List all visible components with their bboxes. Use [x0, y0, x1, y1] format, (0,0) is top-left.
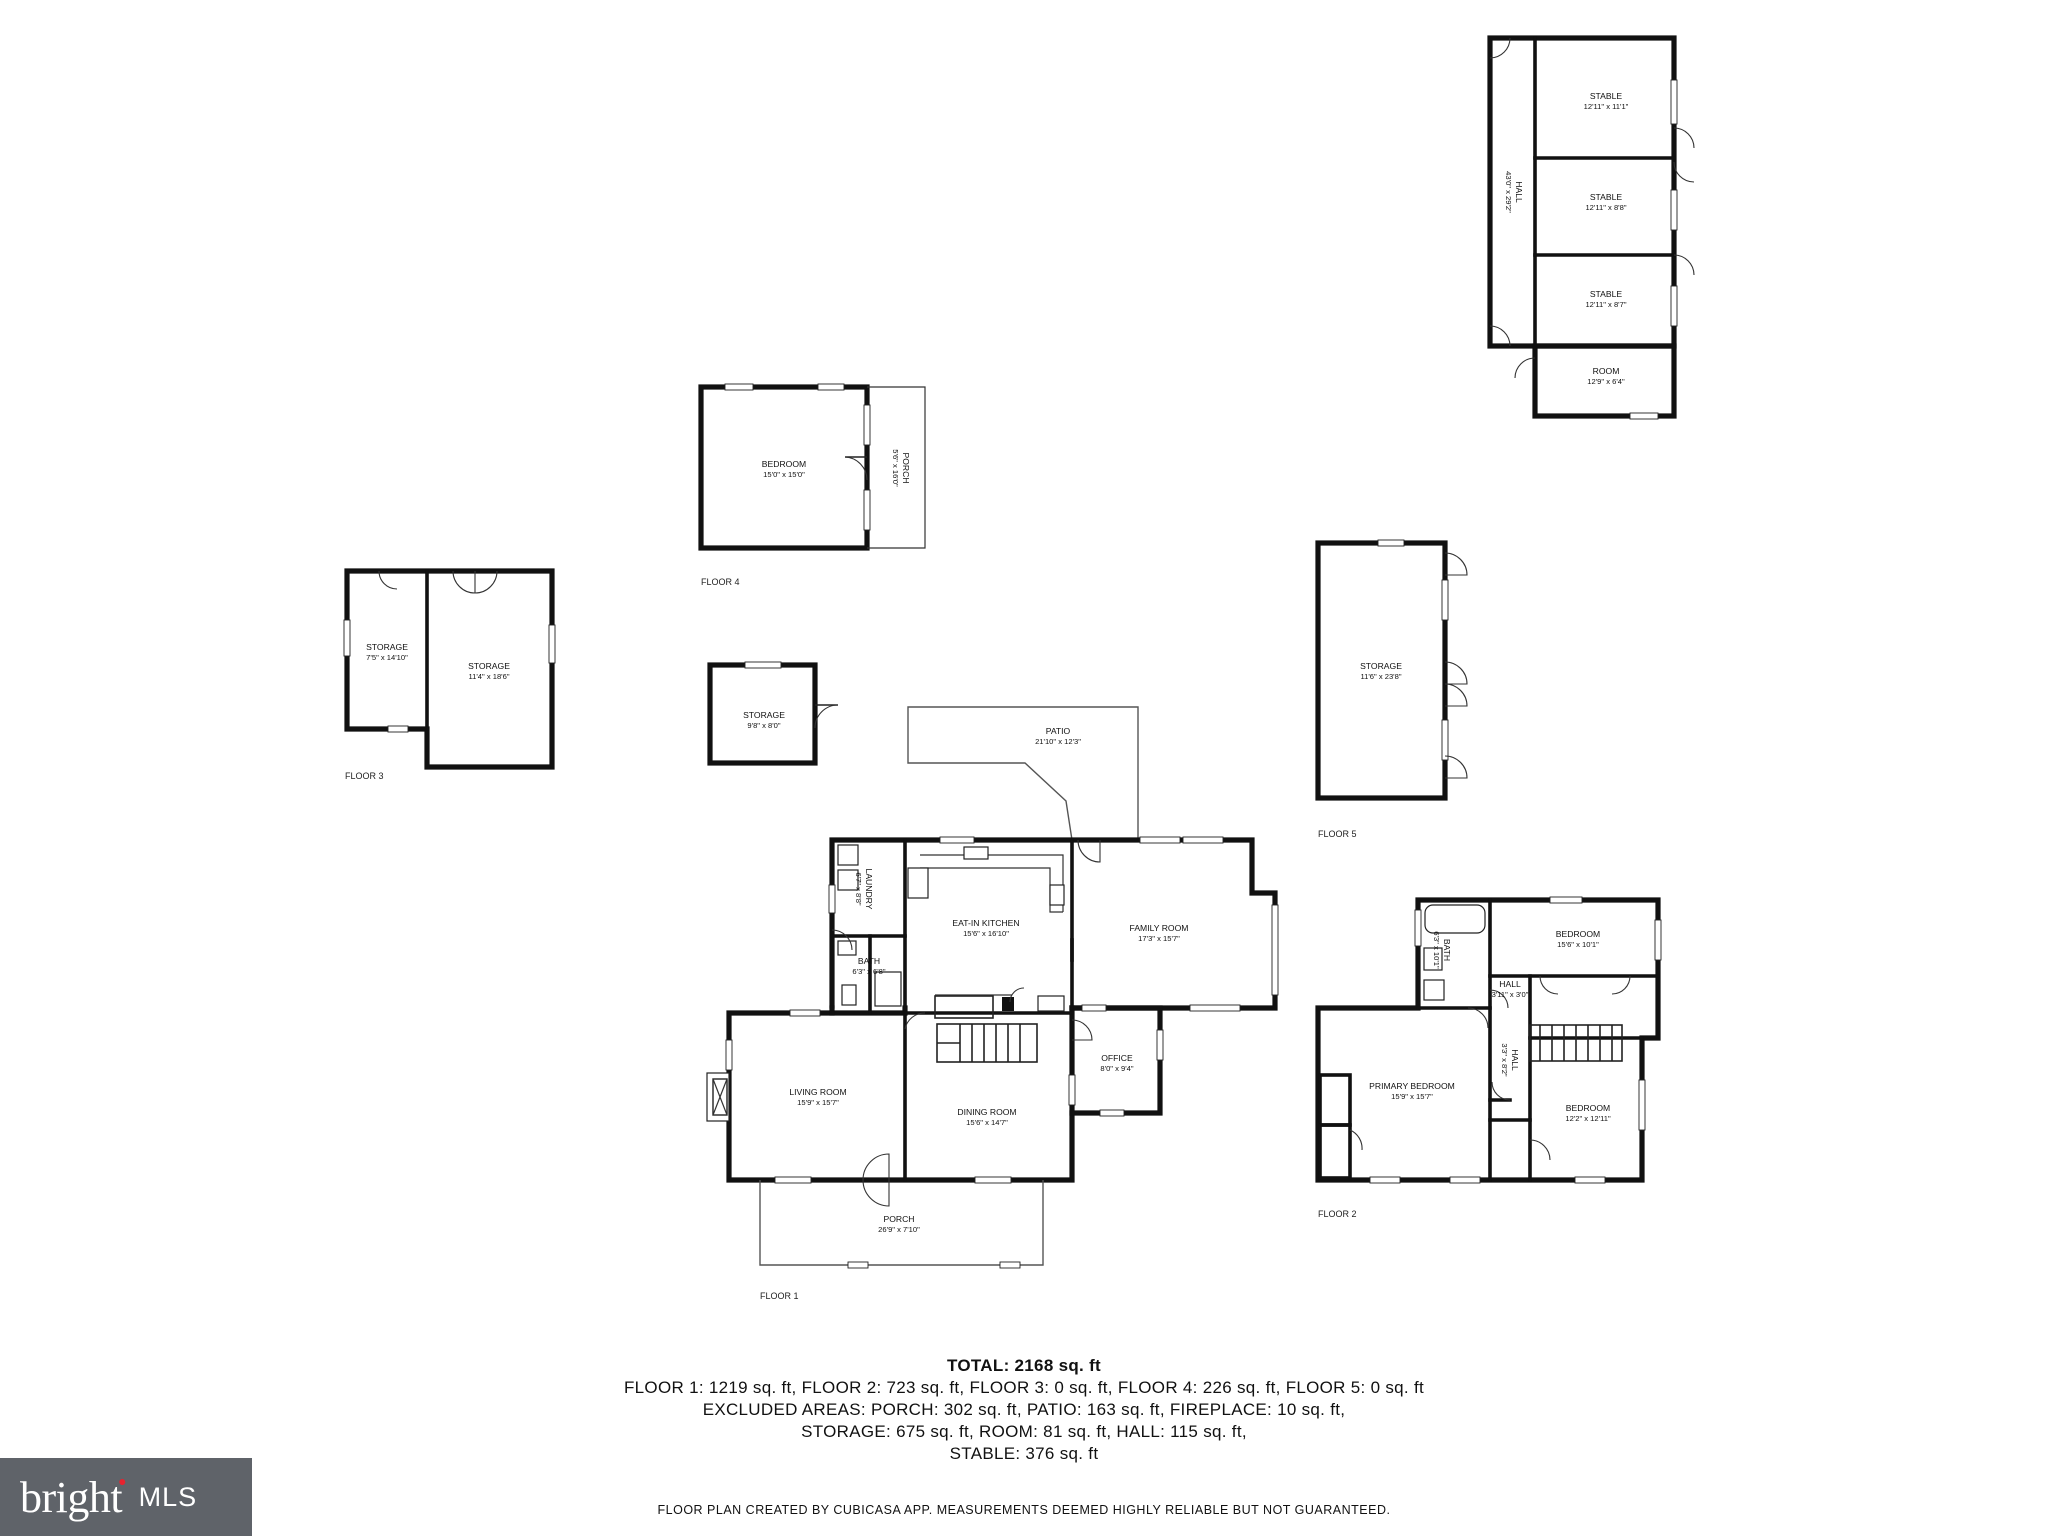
- room-label-f2-bedroom-a: BEDROOM: [1556, 929, 1600, 939]
- room-dim-hall-a: 3'11" x 3'0": [1492, 990, 1529, 999]
- room-label-bath-2: BATH: [1442, 939, 1452, 961]
- room-dim-office: 8'0" x 9'4": [1100, 1064, 1134, 1073]
- total-area: TOTAL: 2168 sq. ft: [946, 1356, 1102, 1375]
- floor-4-plan: BEDROOM 15'0" x 15'0" PORCH 5'6" x 16'0"…: [698, 383, 926, 587]
- room-label-stable-1: STABLE: [1590, 91, 1623, 101]
- floor-5-plan: STORAGE 11'6" x 23'8" FLOOR 5: [1315, 539, 1468, 839]
- room-label-stable-2: STABLE: [1590, 192, 1623, 202]
- room-label-f2-bedroom-b: BEDROOM: [1566, 1103, 1610, 1113]
- room-label-office: OFFICE: [1101, 1053, 1133, 1063]
- floor-label-3: FLOOR 3: [345, 771, 384, 781]
- floor-label-5: FLOOR 5: [1318, 829, 1357, 839]
- room-dim-stable-3: 12'11" x 8'7": [1585, 300, 1626, 309]
- brand-suffix: MLS: [138, 1481, 198, 1512]
- room-dim-laundry: 6'7" x 8'8": [854, 872, 863, 906]
- room-dim-dining: 15'6" x 14'7": [966, 1118, 1008, 1127]
- room-dim-f4-porch: 5'6" x 16'0": [891, 449, 900, 487]
- room-label-porch-1: PORCH: [883, 1214, 914, 1224]
- room-dim-stable-2: 12'11" x 8'8": [1585, 203, 1626, 212]
- area-summary: TOTAL: 2168 sq. ft FLOOR 1: 1219 sq. ft,…: [0, 1354, 2048, 1465]
- brand-dot-icon: ●: [118, 1473, 127, 1489]
- room-dim-barn-room: 12'9" x 6'4": [1587, 377, 1625, 386]
- room-dim-family: 17'3" x 15'7": [1138, 934, 1180, 943]
- room-label-f4-porch: PORCH: [901, 452, 911, 483]
- room-label-barn-room: ROOM: [1593, 366, 1620, 376]
- room-dim-shed-storage: 9'8" x 8'0": [747, 721, 781, 730]
- room-label-patio: PATIO: [1046, 726, 1071, 736]
- room-label-shed-storage: STORAGE: [743, 710, 785, 720]
- room-label-bath-1: BATH: [858, 956, 880, 966]
- disclaimer-text: FLOOR PLAN CREATED BY CUBICASA APP. MEAS…: [657, 1503, 1391, 1517]
- room-dim-primary: 15'9" x 15'7": [1391, 1092, 1433, 1101]
- excluded-areas-line-1: EXCLUDED AREAS: PORCH: 302 sq. ft, PATIO…: [702, 1400, 1346, 1419]
- room-dim-barn-hall: 43'0" x 29'2": [1504, 171, 1513, 213]
- room-label-laundry: LAUNDRY: [864, 869, 874, 910]
- floor-label-1: FLOOR 1: [760, 1291, 799, 1301]
- room-dim-f4-bedroom: 15'0" x 15'0": [763, 470, 805, 479]
- room-label-dining: DINING ROOM: [957, 1107, 1016, 1117]
- room-label-f5-storage: STORAGE: [1360, 661, 1402, 671]
- room-label-barn-hall: HALL: [1514, 181, 1524, 203]
- room-label-family: FAMILY ROOM: [1130, 923, 1189, 933]
- room-dim-f3-storage-a: 7'5" x 14'10": [366, 653, 408, 662]
- room-dim-f5-storage: 11'6" x 23'8": [1360, 672, 1401, 681]
- floor-label-2: FLOOR 2: [1318, 1209, 1357, 1219]
- room-dim-bath-2: 6'3" x 10'1": [1432, 931, 1441, 969]
- room-label-f4-bedroom: BEDROOM: [762, 459, 806, 469]
- brand-word: bright: [20, 1472, 123, 1522]
- floor-2-stairs: [1529, 1024, 1623, 1062]
- room-label-kitchen: EAT-IN KITCHEN: [952, 918, 1019, 928]
- room-dim-f2-bedroom-b: 12'2" x 12'11": [1565, 1114, 1611, 1123]
- room-dim-porch-1: 26'9" x 7'10": [878, 1225, 920, 1234]
- room-label-primary: PRIMARY BEDROOM: [1369, 1081, 1455, 1091]
- floor-2-plan: BEDROOM 15'6" x 10'1" BATH 6'3" x 10'1" …: [1315, 896, 1662, 1219]
- room-dim-f3-storage-b: 11'4" x 18'6": [468, 672, 509, 681]
- room-dim-hall-b: 3'3" x 8'2": [1500, 1043, 1509, 1077]
- bright-mls-logo: bright● MLS: [0, 1458, 252, 1536]
- floor-label-4: FLOOR 4: [701, 577, 740, 587]
- room-dim-f2-bedroom-a: 15'6" x 10'1": [1557, 940, 1599, 949]
- floor-areas-line: FLOOR 1: 1219 sq. ft, FLOOR 2: 723 sq. f…: [623, 1378, 1425, 1397]
- room-label-stable-3: STABLE: [1590, 289, 1623, 299]
- floor-1-plan: PATIO 21'10" x 12'3": [706, 706, 1279, 1301]
- room-dim-living: 15'9" x 15'7": [797, 1098, 839, 1107]
- room-label-hall-b: HALL: [1510, 1049, 1520, 1071]
- room-dim-bath-1: 6'3" x 6'8": [852, 967, 886, 976]
- floor-1-stairs: [934, 995, 1038, 1063]
- barn-building: STABLE 12'11" x 11'1" STABLE 12'11" x 8'…: [1487, 35, 1695, 420]
- room-dim-patio: 21'10" x 12'3": [1035, 737, 1081, 746]
- room-dim-stable-1: 12'11" x 11'1": [1584, 102, 1629, 111]
- shed-storage-plan: STORAGE 9'8" x 8'0": [707, 661, 839, 766]
- excluded-areas-line-3: STABLE: 376 sq. ft: [949, 1444, 1099, 1463]
- room-label-f3-storage-a: STORAGE: [366, 642, 408, 652]
- room-label-hall-a: HALL: [1499, 979, 1521, 989]
- room-dim-kitchen: 15'6" x 16'10": [963, 929, 1009, 938]
- room-label-living: LIVING ROOM: [789, 1087, 846, 1097]
- excluded-areas-line-2: STORAGE: 675 sq. ft, ROOM: 81 sq. ft, HA…: [801, 1422, 1247, 1441]
- room-label-f3-storage-b: STORAGE: [468, 661, 510, 671]
- floor-3-plan: STORAGE 7'5" x 14'10" STORAGE 11'4" x 18…: [343, 568, 556, 781]
